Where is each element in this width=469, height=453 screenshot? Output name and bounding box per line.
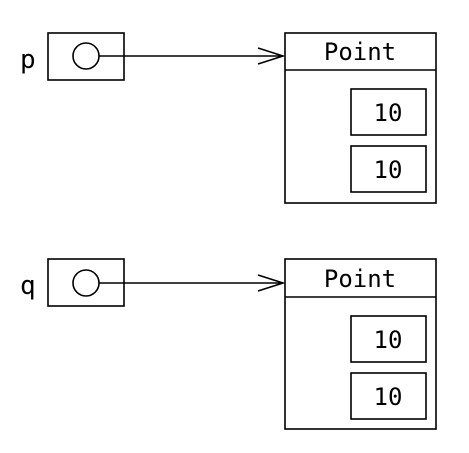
field-box-2 (350, 145, 427, 193)
field-value-2: 10 (374, 156, 403, 184)
field-box-2 (350, 372, 427, 420)
class-name-label: Point (324, 38, 396, 66)
reference-p-group: p Point 10 10 (20, 32, 437, 204)
field-value-1: 10 (374, 326, 403, 354)
point-object-p: Point 10 10 (284, 32, 437, 204)
arrowhead-icon (257, 47, 286, 65)
field-value-2: 10 (374, 383, 403, 411)
point-object-q: Point 10 10 (284, 258, 437, 430)
variable-label-p: p (20, 45, 36, 75)
variable-label-q: q (20, 271, 36, 301)
class-name-label: Point (324, 265, 396, 293)
field-box-1 (350, 88, 427, 136)
field-box-1 (350, 315, 427, 363)
field-value-1: 10 (374, 99, 403, 127)
arrowhead-icon (257, 274, 286, 292)
reference-q-group: q Point 10 10 (20, 258, 437, 430)
